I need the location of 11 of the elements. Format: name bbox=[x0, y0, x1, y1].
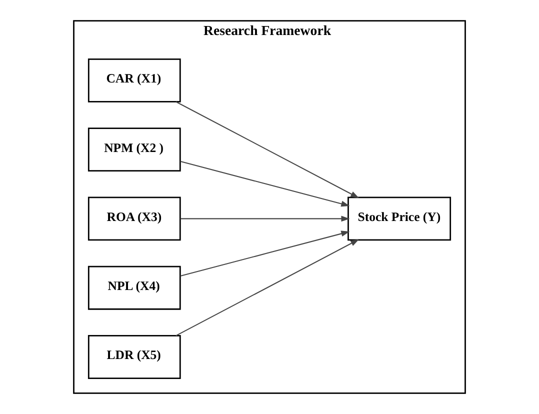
node-box: CAR (X1) bbox=[88, 58, 181, 102]
arrow bbox=[180, 160, 350, 207]
node-box: ROA (X3) bbox=[88, 196, 181, 241]
node-box: NPM (X2 ) bbox=[88, 128, 181, 172]
arrow bbox=[180, 216, 350, 222]
arrow bbox=[176, 101, 360, 198]
node-box: Stock Price (Y) bbox=[348, 196, 452, 241]
arrow bbox=[180, 230, 350, 277]
node-box: LDR (X5) bbox=[88, 335, 181, 379]
arrow bbox=[176, 239, 360, 336]
node-box: NPL (X4) bbox=[88, 266, 181, 310]
